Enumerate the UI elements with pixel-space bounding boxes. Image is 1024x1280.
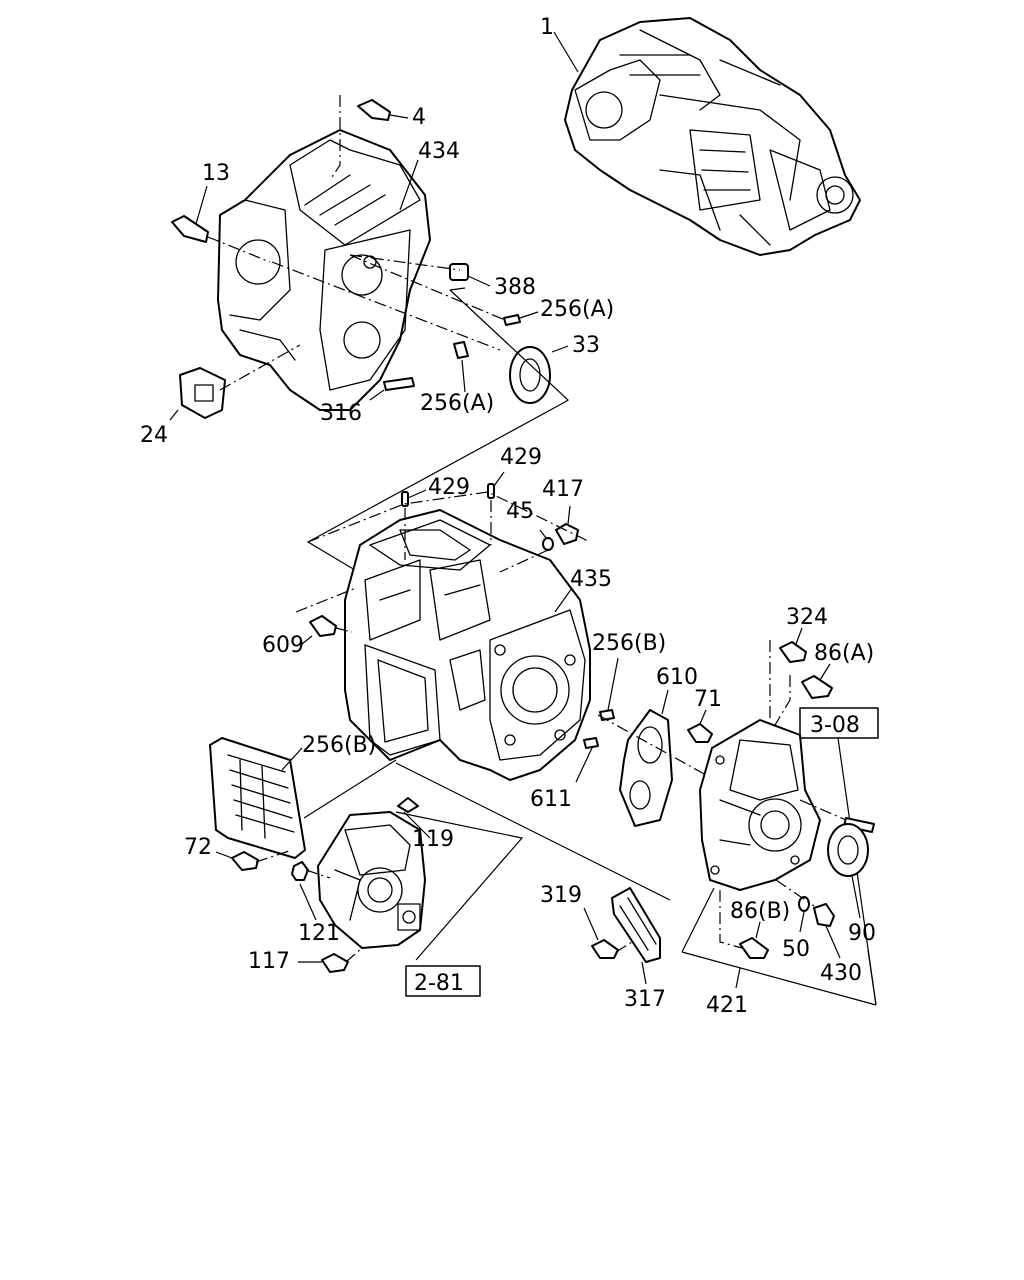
dowel-pin-256a-upper [503,314,521,326]
cover-317 [611,887,661,963]
callout-121: 121 [298,921,340,946]
transmission-assembly [564,17,861,256]
nut-121 [291,861,309,881]
bolt-72 [231,851,259,871]
bolt-13 [171,215,209,243]
callout-324: 324 [786,605,828,630]
bolt-86b [739,937,769,959]
bolt-4 [357,99,391,121]
callout-421: 421 [706,993,748,1018]
cover-24 [179,367,226,419]
clutch-housing [217,129,431,411]
callout-50: 50 [782,937,810,962]
callout-71: 256(B) [302,733,376,758]
callout-430: 430 [820,961,862,986]
callout-417: 417 [542,477,584,502]
callout-256b-upper: 256(B) [592,631,666,656]
bolt-324 [779,641,807,663]
callout-72: 72 [184,835,212,860]
ref-2-81[interactable]: 2-81 [414,971,464,996]
callout-316: 316 [320,401,362,426]
o-ring-45 [542,537,554,551]
dowel-pin-256b-upper [599,709,615,721]
callout-24: 24 [140,423,168,448]
bolt-609 [309,615,337,637]
side-cover-71 [209,737,306,859]
callout-610: 610 [656,665,698,690]
plug-430 [813,903,835,927]
callout-1: 1 [540,15,554,40]
callout-611: 71 [694,687,722,712]
callout-256b-lower: 611 [530,787,572,812]
bolt-611 [687,723,713,743]
callout-429-right: 429 [500,445,542,470]
callout-33: 33 [572,333,600,358]
bushing-388 [449,263,469,281]
dowel-pin-256a-lower [453,341,469,359]
oil-seal-33 [509,346,551,404]
callout-86a: 86(A) [814,641,874,666]
ref-box-2-81[interactable] [405,965,481,997]
dowel-pin-256b-lower [583,737,599,749]
callout-435: 435 [570,567,612,592]
pto-unit [317,811,426,949]
callout-388: 388 [494,275,536,300]
callout-117: 117 [248,949,290,974]
callout-45: 45 [506,499,534,524]
callout-86b: 86(B) [730,899,790,924]
callout-13: 13 [202,161,230,186]
ref-box-3-08[interactable] [799,707,879,739]
washer-50 [798,896,810,912]
pin-429-right [487,483,495,499]
transmission-case [344,509,591,781]
callout-319: 319 [540,883,582,908]
callout-429-left: 429 [428,475,470,500]
callout-434: 434 [418,139,460,164]
callout-256a-lower: 256(A) [420,391,494,416]
callout-609: 609 [262,633,304,658]
rear-cover [699,719,821,891]
oil-seal-90 [827,823,869,877]
bolt-117 [321,953,349,973]
ref-3-08[interactable]: 3-08 [810,713,860,738]
callout-256a-upper: 256(A) [540,297,614,322]
pin-429-left [401,491,409,507]
plate-316 [383,377,415,391]
callout-90: 90 [848,921,876,946]
callout-317: 317 [624,987,666,1012]
bolt-319 [591,939,619,959]
stud-119 [397,797,419,813]
callout-4: 4 [412,105,426,130]
gasket-610 [619,709,673,827]
bolt-86a [801,675,833,699]
callout-119: 119 [412,827,454,852]
